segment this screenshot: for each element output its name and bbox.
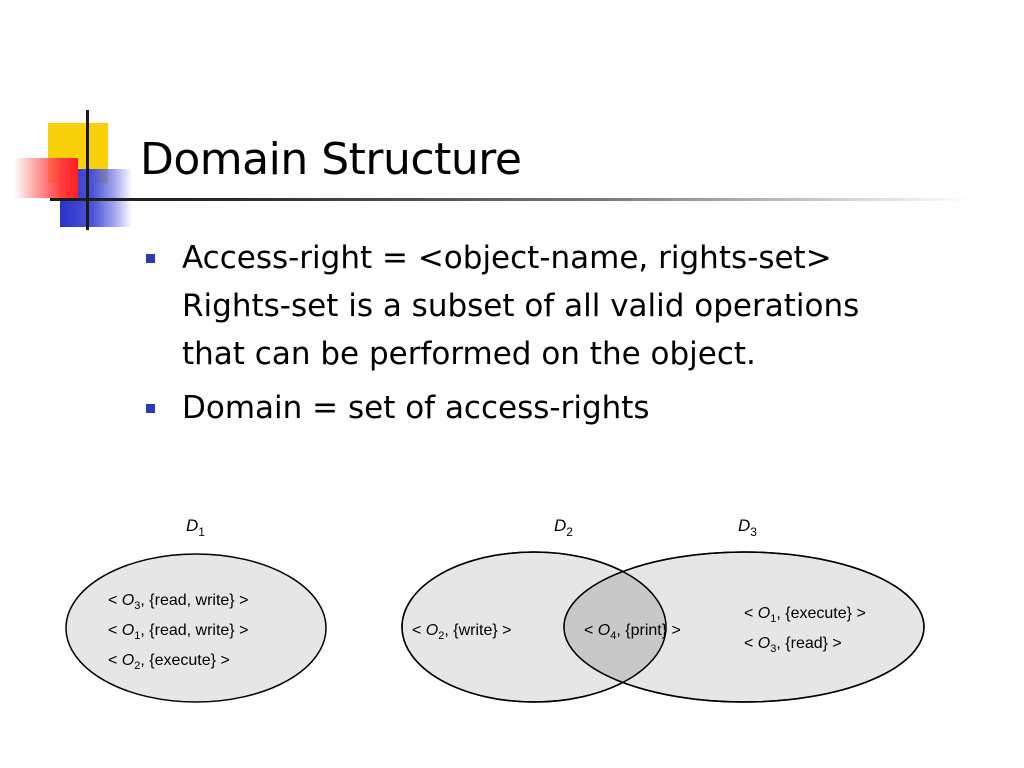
bullet-item-access-right: Access-right = <object-name, rights-set>…: [146, 234, 986, 378]
domain-diagram: D1 D2 D3 < O3, {read, write} > < O1, {re…: [65, 516, 925, 703]
bullet-text-line: Rights-set is a subset of all valid oper…: [182, 288, 860, 324]
domain-d2-outline: [401, 551, 667, 703]
access-right-entry: < O1, {read, write} >: [108, 622, 248, 642]
access-right-entry: < O2, {execute} >: [108, 652, 230, 672]
domain-d1-ellipse: [65, 553, 327, 703]
bullet-list: Access-right = <object-name, rights-set>…: [146, 234, 986, 438]
bullet-item-domain: Domain = set of access-rights: [146, 384, 986, 432]
slide-title: Domain Structure: [140, 134, 522, 185]
domain-d2-label: D2: [554, 516, 573, 539]
access-right-entry: < O3, {read} >: [744, 635, 842, 655]
bullet-square-icon: [146, 404, 155, 413]
domain-d3-label: D3: [738, 516, 757, 539]
bullet-text-line: Domain = set of access-rights: [182, 390, 650, 426]
bullet-square-icon: [146, 254, 155, 263]
bullet-text-line: that can be performed on the object.: [182, 336, 756, 372]
domain-d1-label: D1: [186, 516, 205, 539]
bullet-text-line: Access-right = <object-name, rights-set>: [182, 240, 832, 276]
shared-access-right-entry: < O4, {print} >: [584, 622, 681, 642]
decor-vertical-line: [86, 110, 89, 230]
decor-red-square: [14, 158, 78, 198]
access-right-entry: < O1, {execute} >: [744, 605, 866, 625]
access-right-entry: < O2, {write} >: [412, 622, 512, 642]
domain-d3-outline: [563, 551, 925, 703]
title-underline: [50, 198, 970, 201]
access-right-entry: < O3, {read, write} >: [108, 592, 248, 612]
